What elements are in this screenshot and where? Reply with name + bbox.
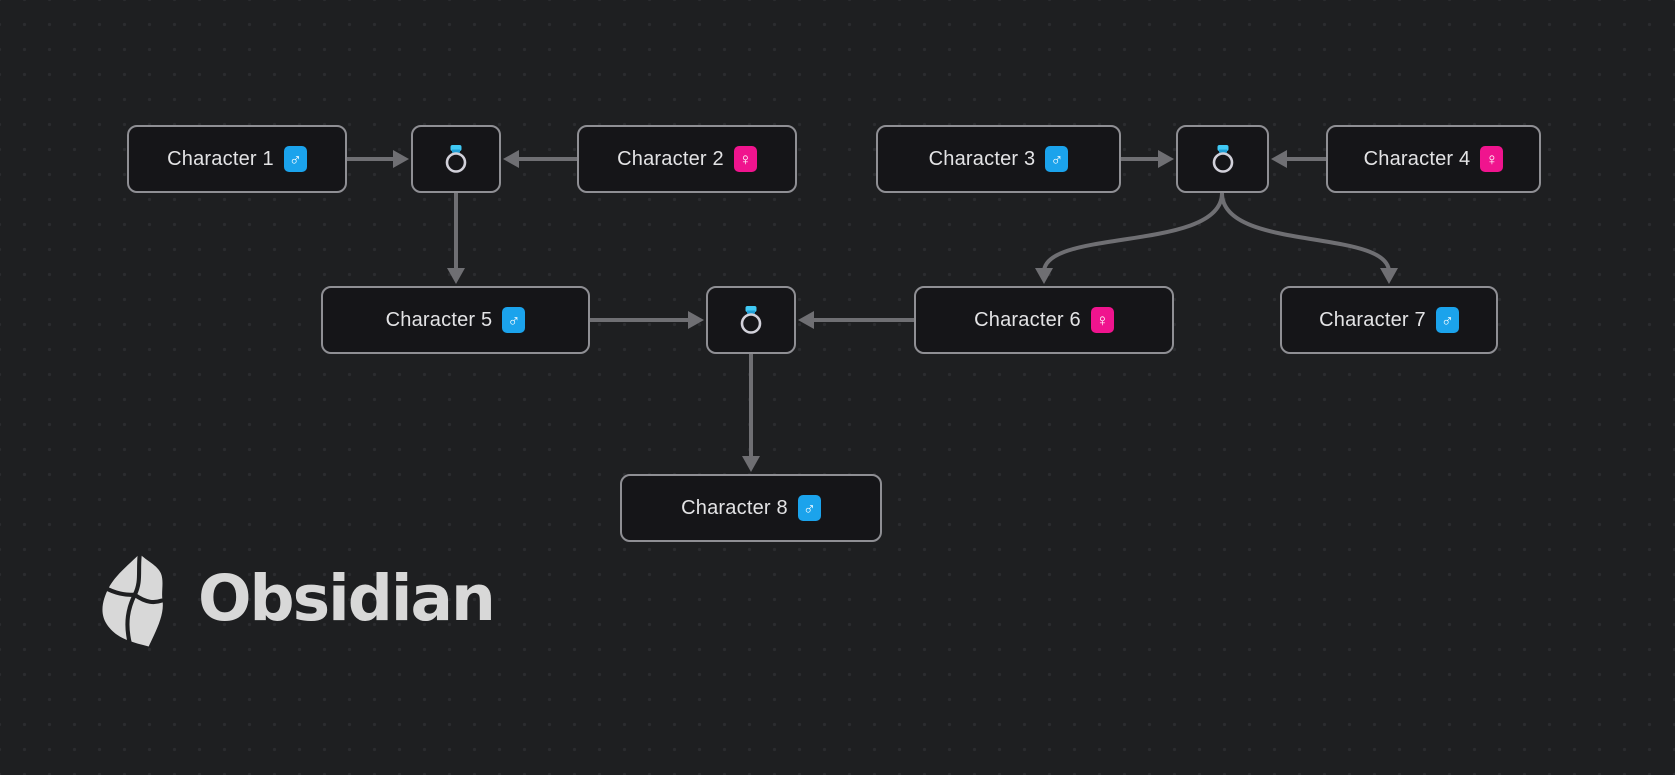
character-node-c5[interactable]: Character 5 ♂ [321, 286, 590, 354]
union-node-u2[interactable] [1176, 125, 1269, 193]
ring-icon [1212, 145, 1233, 173]
arrowhead-c6-to-u3 [798, 311, 814, 329]
character-name: Character 5 [385, 308, 493, 331]
female-gender-badge: ♀ [733, 146, 757, 172]
arrowhead-c4-to-u2 [1271, 150, 1287, 168]
arrowhead-c5-to-u3 [688, 311, 704, 329]
obsidian-crystal-icon [102, 553, 164, 647]
ring-icon [445, 145, 467, 173]
arrowhead-u3-to-c8 [742, 456, 760, 472]
male-gender-badge: ♂ [797, 495, 821, 521]
character-name: Character 6 [974, 308, 1081, 331]
arrowhead-u2-to-c6 [1035, 268, 1053, 284]
character-name: Character 3 [928, 147, 1036, 170]
arrowhead-c1-to-u1 [393, 150, 409, 168]
character-name: Character 4 [1363, 147, 1471, 170]
character-node-c6[interactable]: Character 6 ♀ [914, 286, 1174, 354]
female-gender-badge: ♀ [1090, 307, 1114, 333]
character-node-c3[interactable]: Character 3 ♂ [876, 125, 1121, 193]
union-node-u1[interactable] [411, 125, 501, 193]
edge-u2-to-c7 [1220, 192, 1391, 273]
male-gender-badge: ♂ [1435, 307, 1459, 333]
character-name: Character 1 [167, 147, 274, 170]
obsidian-logo: Obsidian [97, 549, 496, 653]
arrowhead-u1-to-c5 [447, 268, 465, 284]
arrowhead-c3-to-u2 [1158, 150, 1174, 168]
character-name: Character 2 [617, 147, 724, 170]
male-gender-badge: ♂ [1045, 146, 1069, 172]
character-node-c8[interactable]: Character 8 ♂ [620, 474, 882, 542]
female-gender-badge: ♀ [1480, 146, 1504, 172]
male-gender-badge: ♂ [283, 146, 307, 172]
arrowhead-u2-to-c7 [1380, 268, 1398, 284]
edge-u2-to-c6 [1042, 192, 1224, 273]
obsidian-wordmark: Obsidian [198, 561, 496, 635]
character-node-c2[interactable]: Character 2 ♀ [577, 125, 797, 193]
character-node-c7[interactable]: Character 7 ♂ [1280, 286, 1498, 354]
character-node-c4[interactable]: Character 4 ♀ [1326, 125, 1541, 193]
character-node-c1[interactable]: Character 1 ♂ [127, 125, 347, 193]
male-gender-badge: ♂ [502, 307, 526, 333]
ring-icon [740, 306, 762, 334]
character-name: Character 8 [681, 496, 788, 519]
union-node-u3[interactable] [706, 286, 796, 354]
arrowhead-c2-to-u1 [503, 150, 519, 168]
character-name: Character 7 [1319, 308, 1426, 331]
